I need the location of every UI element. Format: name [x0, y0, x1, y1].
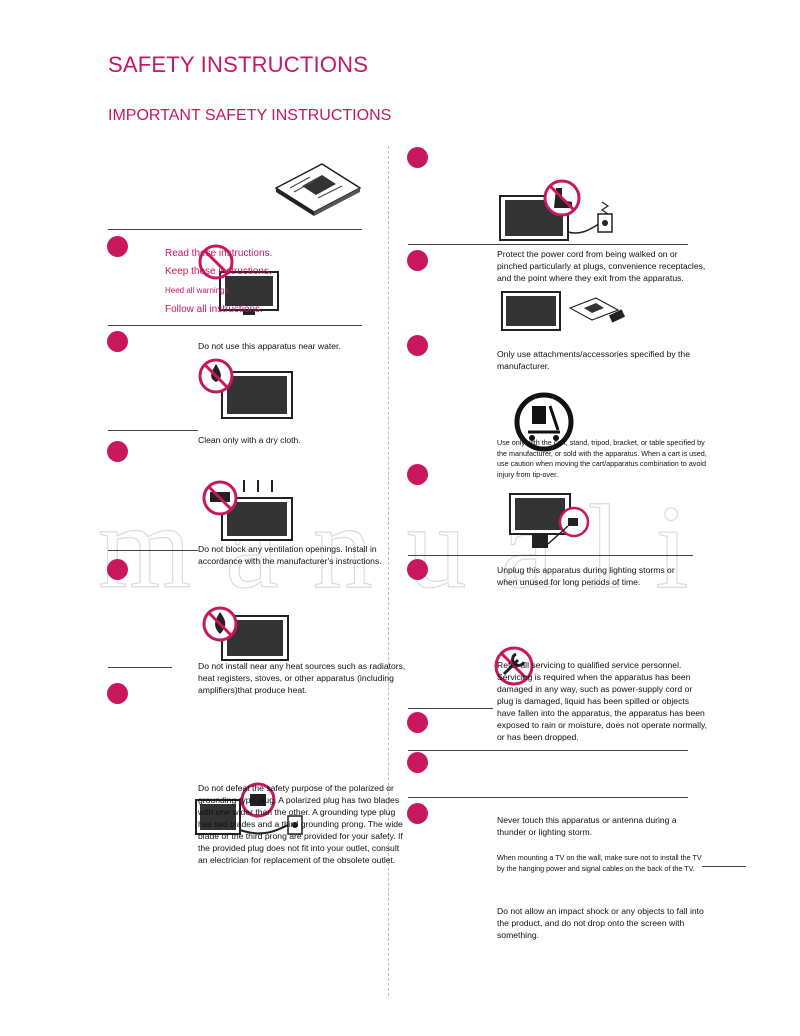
section-rule	[408, 750, 688, 751]
section-rule	[108, 229, 362, 230]
heed-warnings-line: Heed all warnings.	[165, 286, 231, 295]
antenna-storm-text: Never touch this apparatus or antenna du…	[497, 815, 677, 837]
dry-cloth-text: Clean only with a dry cloth.	[198, 435, 301, 445]
wall-mount-text: When mounting a TV on the wall, make sur…	[497, 853, 702, 873]
column-divider	[388, 146, 389, 996]
follow-instructions-line: Follow all instructions.	[165, 304, 263, 315]
tv-prohibited-icon	[198, 244, 279, 315]
bullet-dot	[107, 441, 128, 462]
keep-instructions-line: Keep these instructions.	[165, 266, 272, 277]
section-rule	[408, 555, 693, 556]
bullet-dot	[407, 335, 428, 356]
section-rule	[108, 430, 198, 431]
impact-shock-text: Do not allow an impact shock or any obje…	[497, 906, 704, 940]
heat-source-text: Do not install near any heat sources suc…	[198, 661, 406, 695]
bullet-dot	[407, 712, 428, 733]
ventilation-text: Do not block any ventilation openings. I…	[198, 544, 382, 566]
section-rule	[408, 244, 688, 245]
bullet-dot	[407, 752, 428, 773]
bullet-dot	[107, 559, 128, 580]
cart-text: Use only with the cart, stand, tripod, b…	[497, 438, 707, 479]
polarized-plug-text: Do not defeat the safety purpose of the …	[198, 783, 403, 865]
section-rule	[702, 866, 746, 867]
bullet-dot	[107, 331, 128, 352]
section-rule	[108, 325, 362, 326]
attachments-text: Only use attachments/accessories specifi…	[497, 349, 690, 371]
watermark: manuali	[97, 479, 723, 613]
service-wrench-icon	[494, 646, 534, 686]
page-title: SAFETY INSTRUCTIONS	[108, 52, 369, 77]
tv-unplug-icon	[509, 493, 590, 548]
section-rule	[108, 550, 198, 551]
water-warning-text: Do not use this apparatus near water.	[198, 341, 341, 351]
tv-power-cord-icon	[499, 179, 613, 241]
section-rule	[108, 667, 172, 668]
bullet-dot	[407, 803, 428, 824]
bullet-dot	[407, 464, 428, 485]
section-rule	[408, 708, 493, 709]
bullet-dot	[107, 236, 128, 257]
page-subtitle: IMPORTANT SAFETY INSTRUCTIONS	[108, 107, 392, 124]
bullet-dot	[107, 683, 128, 704]
bullet-dot	[407, 147, 428, 168]
bullet-dot	[407, 250, 428, 271]
manual-book-icon	[274, 163, 362, 216]
servicing-text: Refer all servicing to qualified service…	[497, 660, 708, 742]
power-cord-text: Protect the power cord from being walked…	[497, 249, 706, 283]
cart-warning-icon	[514, 392, 574, 452]
tv-accessories-icon	[501, 291, 626, 331]
unplug-text: Unplug this apparatus during lighting st…	[497, 565, 675, 587]
tv-heat-prohibited-icon	[202, 606, 289, 661]
polarized-plug-icon	[195, 782, 303, 835]
tv-water-prohibited-icon	[198, 358, 293, 419]
tv-ventilation-prohibited-icon	[202, 480, 293, 541]
bullet-dot	[407, 559, 428, 580]
read-instructions-line: Read these instructions.	[165, 248, 273, 259]
section-rule	[408, 797, 688, 798]
